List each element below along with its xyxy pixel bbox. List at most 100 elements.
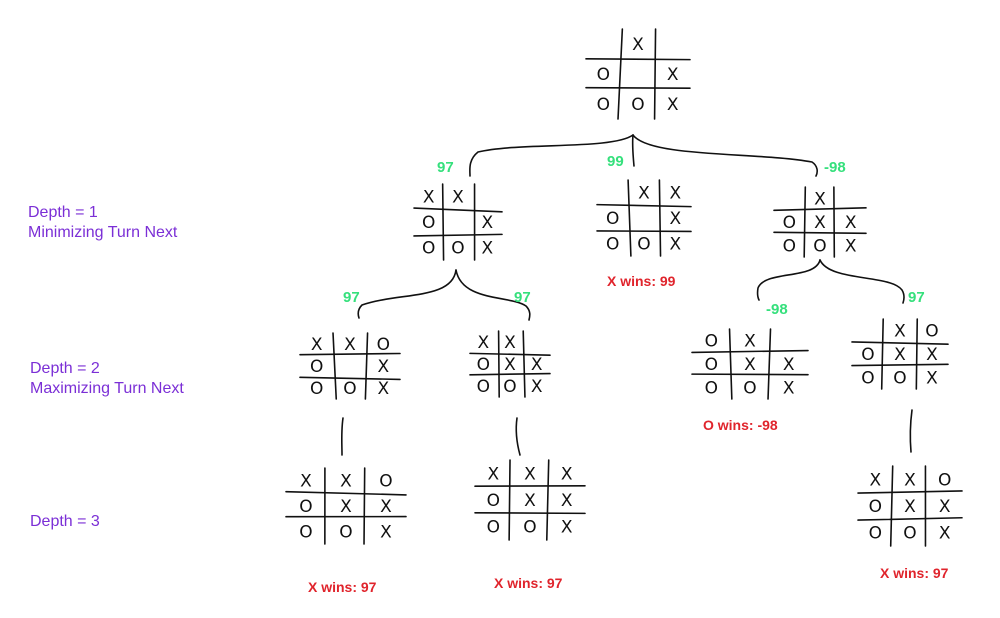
x-mark: X <box>504 333 516 353</box>
board-grid-line <box>773 207 867 212</box>
x-mark: X <box>904 497 916 517</box>
o-mark: O <box>597 65 610 85</box>
x-mark: X <box>926 345 938 365</box>
board-grid-line <box>545 459 550 541</box>
board-grid-line <box>364 332 369 400</box>
x-mark: X <box>894 345 906 365</box>
x-mark: X <box>667 65 679 85</box>
board-grid-line <box>728 328 733 400</box>
board-grid-line <box>469 352 551 356</box>
board-grid-line <box>617 28 624 120</box>
board-grid-line <box>596 203 692 208</box>
edge-d2b-d3b <box>515 417 521 456</box>
x-mark: X <box>561 518 573 538</box>
x-mark: X <box>478 333 490 353</box>
o-mark: O <box>503 377 516 397</box>
x-mark: X <box>783 355 795 375</box>
x-mark: X <box>482 238 494 258</box>
o-mark: O <box>869 524 882 544</box>
board-grid-line <box>441 183 445 261</box>
x-mark: X <box>894 322 906 342</box>
x-mark: X <box>870 470 882 490</box>
board-grid-line <box>857 516 963 521</box>
x-mark: X <box>632 35 644 55</box>
x-mark: X <box>378 379 390 399</box>
o-mark: O <box>310 357 323 377</box>
board-grid-line <box>508 459 511 541</box>
o-mark: O <box>813 236 826 256</box>
o-mark: O <box>339 522 352 542</box>
o-mark: O <box>299 497 312 517</box>
x-mark: X <box>344 335 356 355</box>
x-mark: X <box>524 464 536 484</box>
x-mark: X <box>524 491 536 511</box>
o-mark: O <box>869 497 882 517</box>
x-mark: X <box>939 497 951 517</box>
edge-root-d1a <box>469 134 634 177</box>
x-mark: X <box>783 378 795 398</box>
depth-1-label: Depth = 1 <box>28 204 98 221</box>
board-grid-line <box>596 230 692 233</box>
o-mark: O <box>477 377 490 397</box>
o-mark: O <box>523 518 536 538</box>
board-grid-line <box>803 186 807 258</box>
result-d3-b: X wins: 97 <box>494 575 563 591</box>
o-mark: O <box>903 524 916 544</box>
o-mark: O <box>861 368 874 388</box>
o-mark: O <box>597 95 610 115</box>
x-mark: X <box>380 497 392 517</box>
x-mark: X <box>845 213 857 233</box>
score-d2-b: 97 <box>514 289 531 306</box>
o-mark: O <box>606 209 619 229</box>
o-mark: O <box>637 234 650 254</box>
o-mark: O <box>705 332 718 352</box>
board-grid-line <box>880 318 885 390</box>
x-mark: X <box>452 188 464 208</box>
o-mark: O <box>606 234 619 254</box>
x-mark: X <box>744 355 756 375</box>
o-mark: O <box>343 379 356 399</box>
x-mark: X <box>667 95 679 115</box>
depth-2-subtitle: Maximizing Turn Next <box>30 380 184 397</box>
board-grid-line <box>285 490 407 496</box>
result-d1-b: X wins: 99 <box>607 273 676 289</box>
board-grid-line <box>691 373 809 376</box>
board-grid-line <box>915 318 919 390</box>
board-grid-line <box>497 330 500 398</box>
board-grid-line <box>413 233 503 237</box>
o-mark: O <box>422 238 435 258</box>
o-mark: O <box>861 345 874 365</box>
o-mark: O <box>783 213 796 233</box>
edge-d1a-d2b <box>455 269 531 321</box>
o-mark: O <box>705 355 718 375</box>
depth-3-label: Depth = 3 <box>30 513 100 530</box>
o-mark: O <box>477 355 490 375</box>
result-d3-c: X wins: 97 <box>880 565 949 581</box>
x-mark: X <box>744 332 756 352</box>
x-mark: X <box>482 213 494 233</box>
o-mark: O <box>705 378 718 398</box>
edge-d2d-d3c <box>909 409 913 453</box>
o-mark: O <box>377 335 390 355</box>
node-scores: 97 99 -98 97 97 -98 97 <box>343 153 925 318</box>
edge-d1a-d2a <box>357 269 457 319</box>
x-mark: X <box>638 184 650 204</box>
board-grid-line <box>469 372 551 376</box>
x-mark: X <box>340 497 352 517</box>
tree-connectors <box>340 134 913 456</box>
board-grid-line <box>851 363 949 367</box>
x-mark: X <box>340 472 352 492</box>
x-mark: X <box>423 188 435 208</box>
depth-labels: Depth = 1 Minimizing Turn Next Depth = 2… <box>28 204 184 530</box>
board-grid-line <box>857 490 963 494</box>
o-mark: O <box>422 213 435 233</box>
